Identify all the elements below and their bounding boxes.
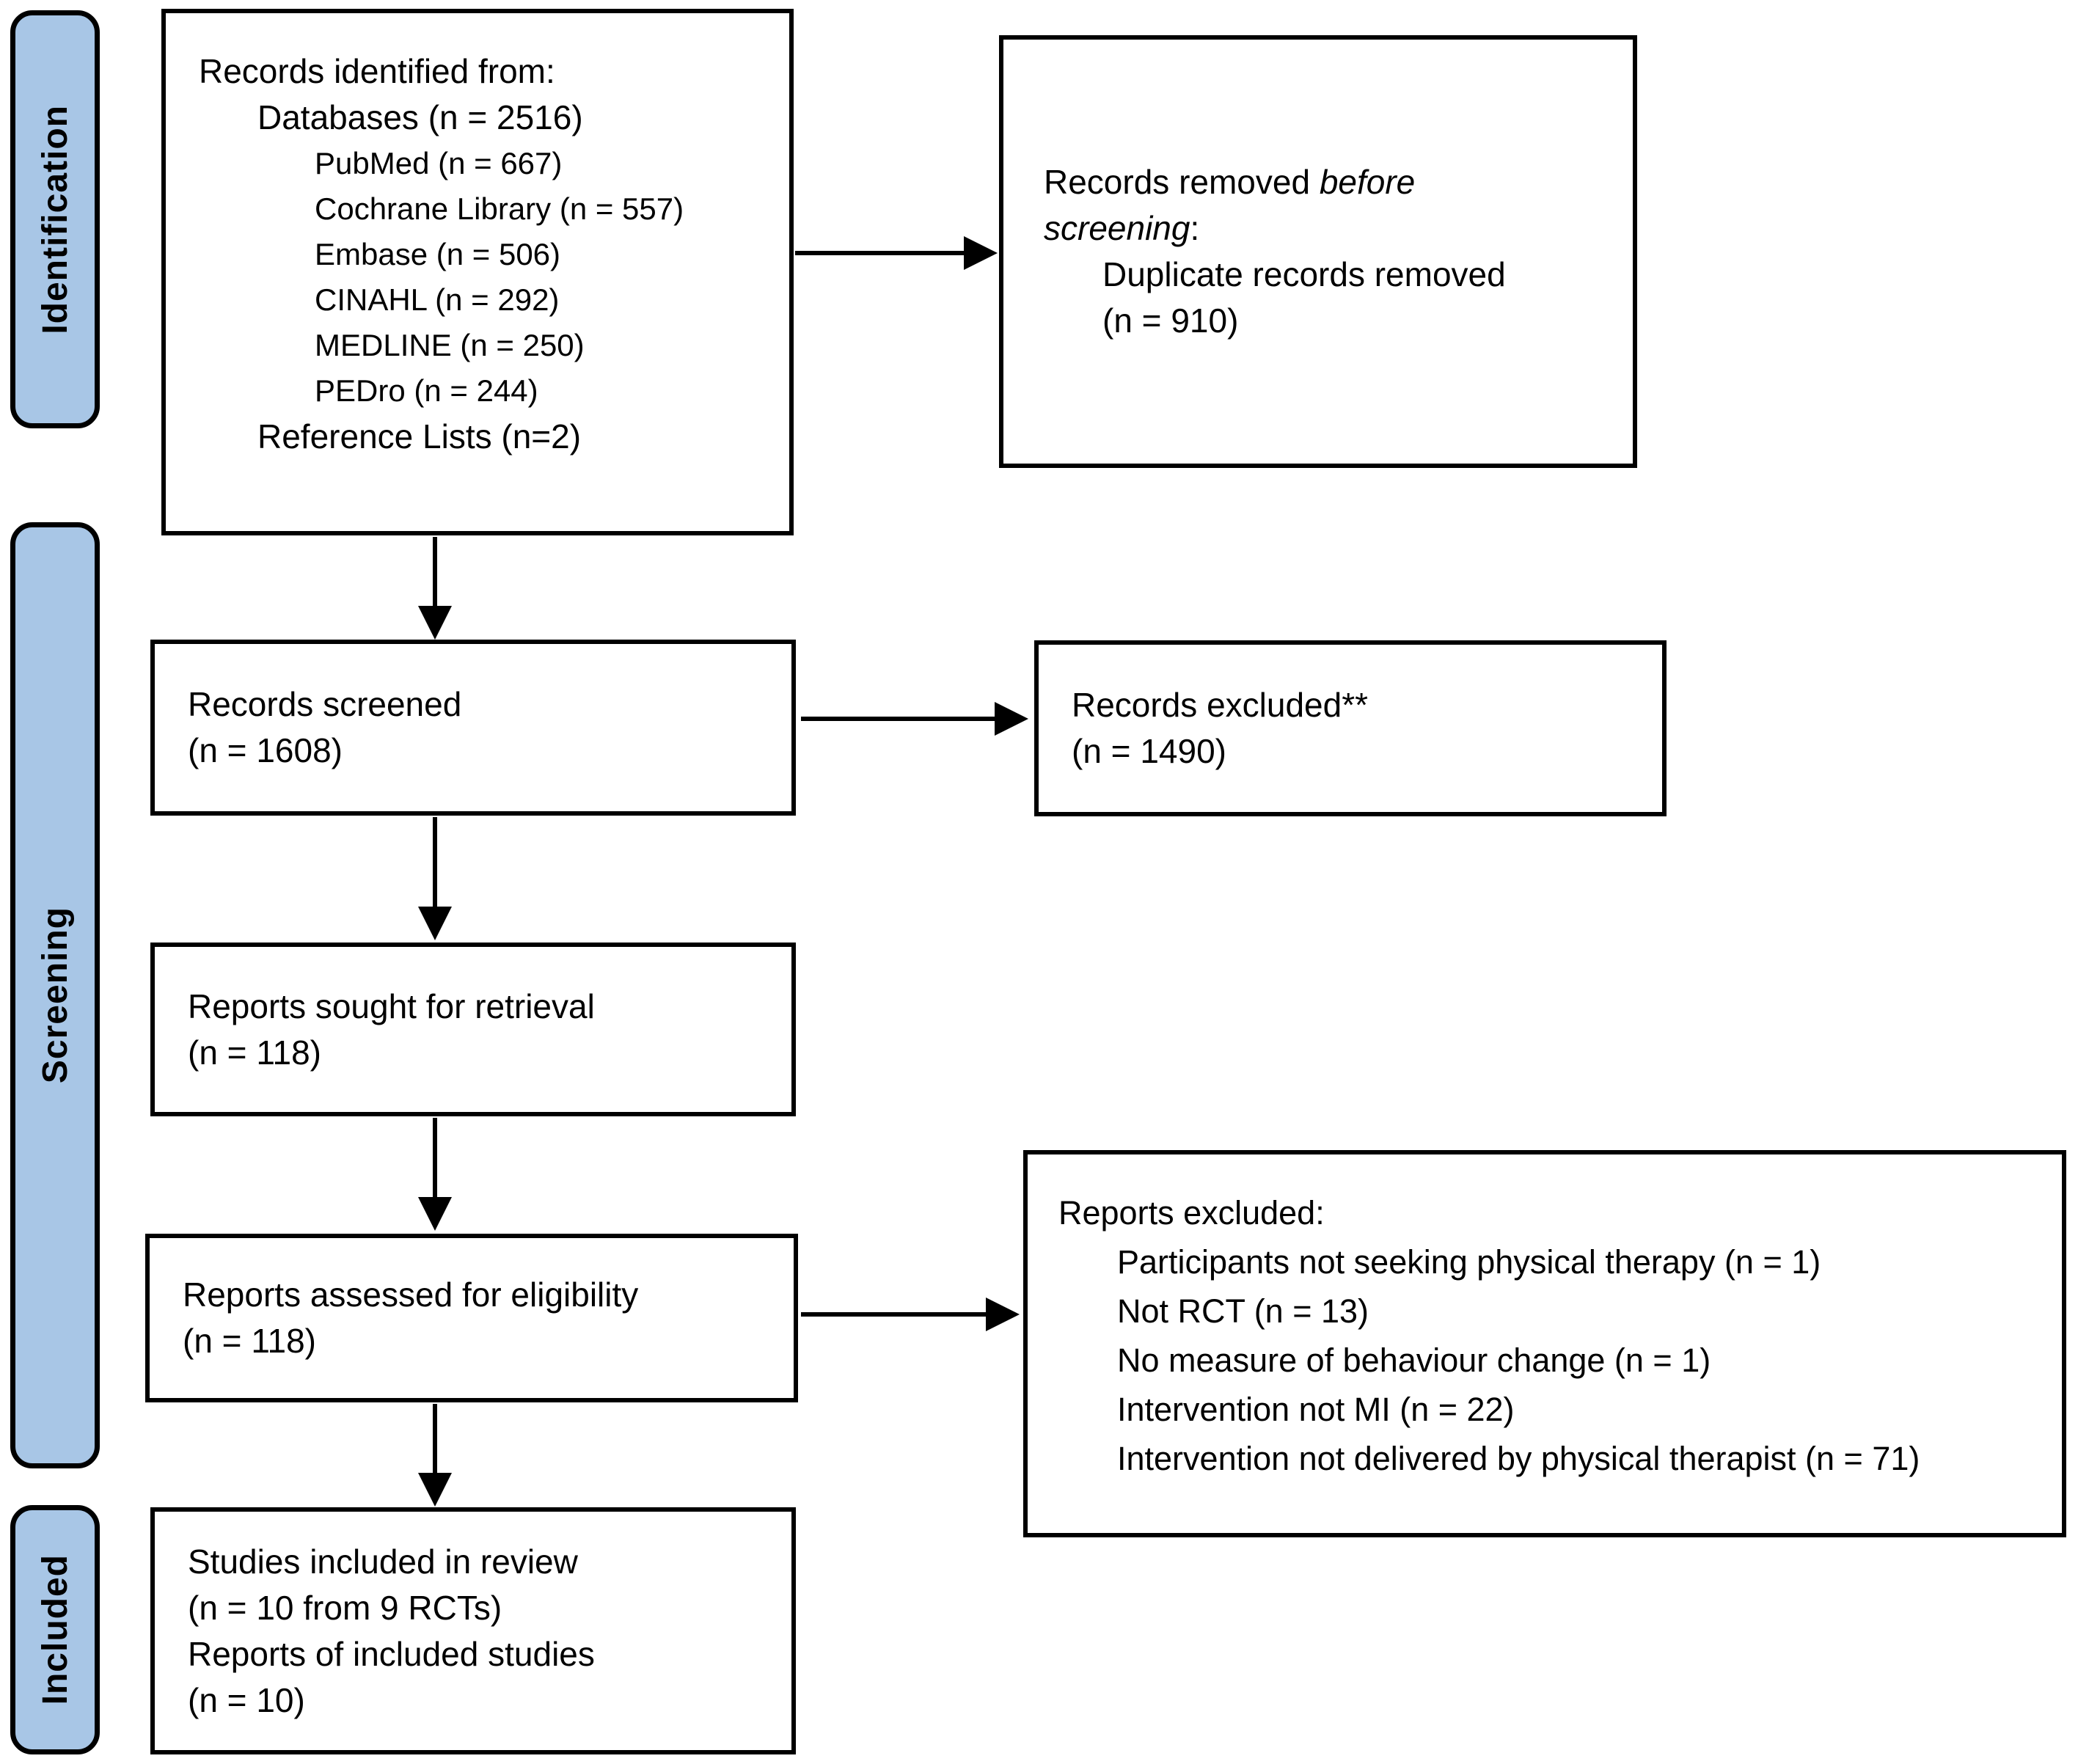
arrow-line	[433, 1118, 437, 1200]
box-reports-sought: Reports sought for retrieval (n = 118)	[150, 943, 796, 1116]
arrow-head-icon	[986, 1298, 1020, 1331]
reports-excluded-reason-5: Intervention not delivered by physical t…	[1117, 1440, 1920, 1477]
arrow-head-icon	[964, 236, 998, 270]
box-reports-assessed: Reports assessed for eligibility (n = 11…	[145, 1234, 798, 1402]
records-screened-count: (n = 1608)	[188, 731, 343, 769]
arrow-head-icon	[418, 907, 452, 940]
arrow-line	[433, 1404, 437, 1476]
records-excluded-count: (n = 1490)	[1072, 732, 1226, 770]
arrow-line	[801, 717, 996, 721]
reports-sought-count: (n = 118)	[188, 1033, 321, 1072]
records-removed-title-suffix: :	[1190, 209, 1200, 247]
reports-assessed-count: (n = 118)	[183, 1322, 316, 1360]
stage-screening: Screening	[10, 522, 100, 1468]
arrow-head-icon	[418, 1473, 452, 1507]
studies-included-count: (n = 10 from 9 RCTs)	[188, 1588, 502, 1627]
stage-identification-label: Identification	[35, 104, 75, 334]
studies-included-reports-count: (n = 10)	[188, 1680, 305, 1719]
studies-included-reports: Reports of included studies	[188, 1634, 595, 1673]
stage-included: Included	[10, 1505, 100, 1754]
records-removed-count: (n = 910)	[1102, 301, 1239, 340]
records-identified-cinahl: CINAHL (n = 292)	[315, 282, 560, 317]
records-identified-embase: Embase (n = 506)	[315, 237, 561, 271]
records-identified-medline: MEDLINE (n = 250)	[315, 328, 585, 362]
arrow-line	[433, 537, 437, 610]
reports-sought-title: Reports sought for retrieval	[188, 987, 595, 1025]
box-records-removed: Records removed before screening: Duplic…	[999, 35, 1637, 468]
records-identified-cochrane: Cochrane Library (n = 557)	[315, 191, 684, 226]
box-records-identified: Records identified from: Databases (n = …	[161, 9, 794, 535]
records-removed-title-italic: before screening	[1044, 163, 1416, 247]
records-identified-title: Records identified from:	[199, 52, 555, 90]
studies-included-title: Studies included in review	[188, 1542, 578, 1581]
records-identified-reference-lists: Reference Lists (n=2)	[257, 417, 582, 455]
records-removed-duplicates: Duplicate records removed	[1102, 255, 1506, 293]
reports-excluded-reason-1: Participants not seeking physical therap…	[1117, 1243, 1821, 1281]
arrow-line	[433, 817, 437, 910]
reports-excluded-title: Reports excluded:	[1058, 1194, 1325, 1231]
arrow-head-icon	[995, 702, 1028, 736]
stage-identification: Identification	[10, 10, 100, 428]
records-identified-pubmed: PubMed (n = 667)	[315, 146, 563, 180]
arrow-line	[795, 251, 967, 255]
reports-excluded-reason-4: Intervention not MI (n = 22)	[1117, 1391, 1515, 1428]
records-excluded-title: Records excluded**	[1072, 686, 1369, 724]
box-studies-included: Studies included in review (n = 10 from …	[150, 1507, 796, 1754]
box-records-excluded: Records excluded** (n = 1490)	[1034, 640, 1667, 816]
stage-included-label: Included	[35, 1554, 75, 1705]
records-screened-title: Records screened	[188, 685, 462, 723]
records-identified-pedro: PEDro (n = 244)	[315, 373, 538, 408]
stage-screening-label: Screening	[35, 907, 75, 1084]
reports-excluded-reason-3: No measure of behaviour change (n = 1)	[1117, 1342, 1711, 1379]
records-removed-title-prefix: Records removed	[1044, 163, 1320, 201]
records-removed-title: Records removed before screening:	[1044, 159, 1469, 252]
reports-excluded-reason-2: Not RCT (n = 13)	[1117, 1292, 1369, 1330]
records-identified-databases: Databases (n = 2516)	[257, 98, 583, 136]
arrow-head-icon	[418, 1197, 452, 1231]
arrow-line	[801, 1312, 989, 1317]
reports-assessed-title: Reports assessed for eligibility	[183, 1276, 639, 1314]
box-reports-excluded: Reports excluded: Participants not seeki…	[1023, 1150, 2066, 1537]
arrow-head-icon	[418, 606, 452, 640]
box-records-screened: Records screened (n = 1608)	[150, 640, 796, 816]
